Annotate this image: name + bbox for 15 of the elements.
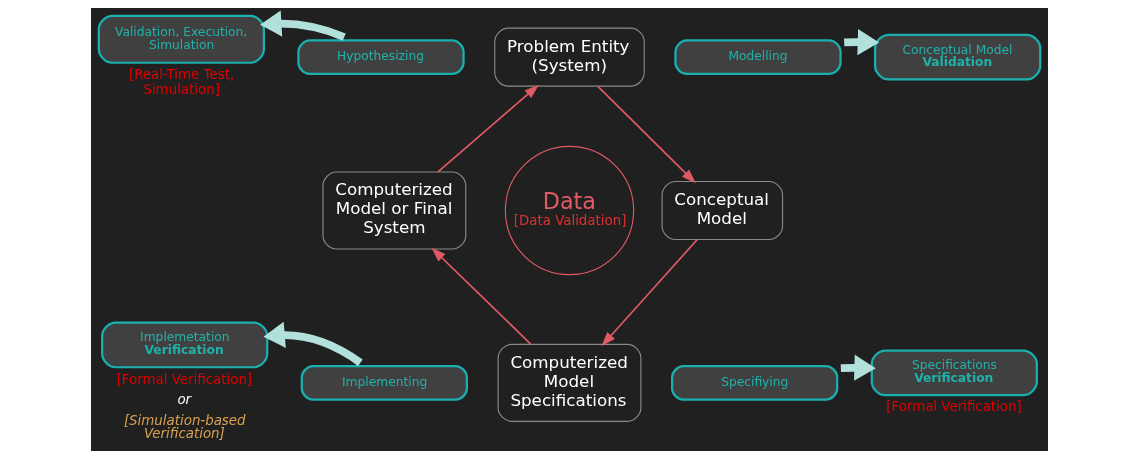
- arrow: [601, 238, 698, 347]
- arrow: [431, 247, 532, 345]
- node-box: Conceptual Model: [661, 181, 784, 241]
- node-box: Problem Entity (System): [494, 27, 645, 87]
- node-label: or: [177, 391, 192, 407]
- node-label: [Simulation-based Verification]: [123, 412, 246, 442]
- node-box: Computerized Model or Final System: [322, 171, 467, 250]
- node-box: Computerized Model Specifications: [497, 343, 642, 422]
- arrow: [597, 85, 696, 184]
- node-label: [Formal Verification]: [116, 371, 253, 387]
- arrow: [263, 321, 363, 366]
- node-label: [Real-Time Test, Simulation]: [128, 67, 235, 97]
- node-label: [Formal Verification]: [886, 399, 1022, 415]
- arrow: [437, 84, 539, 173]
- node-circle: Data [Data Validation]: [504, 145, 635, 276]
